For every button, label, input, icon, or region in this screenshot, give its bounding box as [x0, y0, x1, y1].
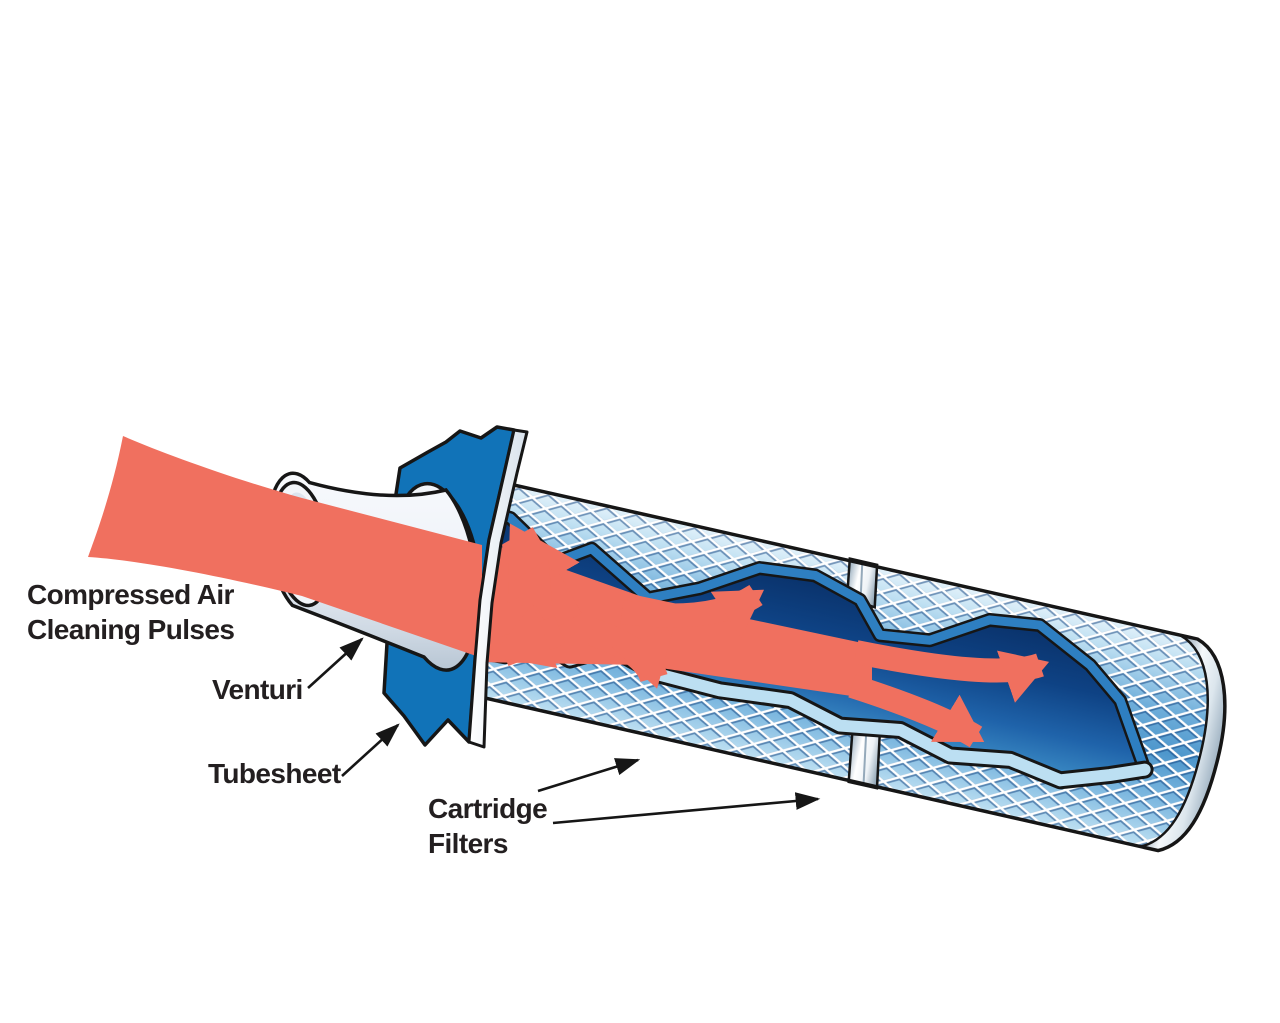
- cartridge-outline: [408, 470, 1227, 853]
- pulse-arrow-far-down: [848, 674, 985, 748]
- pulse-arrow-mid-up: [620, 584, 765, 638]
- compressed-air-label: Compressed Air Cleaning Pulses: [27, 579, 235, 645]
- tubesheet-edge-strip: [467, 428, 529, 749]
- cartridge-pointer-arrow-1: [537, 758, 641, 793]
- annotation-arrows: [307, 637, 821, 825]
- cartridge-filters-label: Cartridge Filters: [428, 793, 548, 859]
- venturi-label: Venturi: [212, 674, 303, 705]
- cleaning-pulse-interior-arrows: [476, 523, 1050, 748]
- pulse-arrow-mid-down: [587, 618, 674, 689]
- pulse-arrow-up-right-small: [511, 558, 554, 607]
- compressed-air-pulse-wedge: [88, 436, 482, 658]
- cartridge-pointer-arrow-2: [552, 792, 821, 825]
- pulse-arrow-far-up: [853, 640, 1050, 703]
- venturi-pointer-arrow: [307, 637, 364, 689]
- tubesheet-label: Tubesheet: [208, 758, 341, 789]
- pulse-arrow-down-left: [491, 603, 566, 668]
- tubesheet-pointer-arrow: [341, 723, 400, 777]
